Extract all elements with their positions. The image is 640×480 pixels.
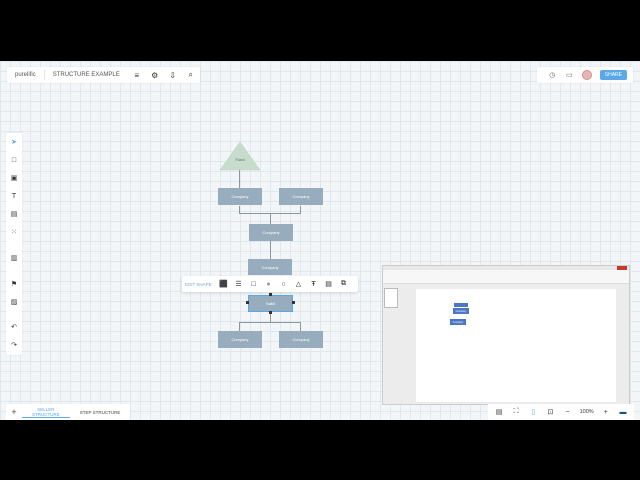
fill-circle-icon[interactable]: ● [266,280,271,288]
menu-icon[interactable]: ≡ [134,70,140,80]
node-label: Company [262,230,280,235]
resize-handle[interactable] [292,301,295,304]
text-icon[interactable]: T [11,192,17,200]
ppt-shape[interactable]: Company [450,319,466,325]
ppt-title-bar [383,266,629,270]
node-label: Company [292,194,310,199]
company-node[interactable]: Company [218,188,262,205]
building-icon[interactable]: ▥ [10,255,18,262]
zoom-in-icon[interactable]: + [603,408,608,416]
rectangle-icon[interactable]: □ [251,280,256,288]
document-icon[interactable]: ▤ [325,281,332,288]
connector-line [239,206,240,213]
canvas[interactable]: purelific STRUCTURE EXAMPLE ≡ ⚙ ⇩ ⌕ ◷ ▭ … [0,61,640,420]
document-icon[interactable]: ▤ [10,211,18,218]
square-icon[interactable]: □ [11,156,17,164]
node-label: Sabil [266,301,275,306]
frame-icon[interactable]: ▣ [10,175,18,182]
company-node[interactable]: Company [279,188,323,205]
divider [43,70,45,80]
shape-context-toolbar: EDIT SHAPE ⬛ ☰ □ ● ○ △ Ŧ ▤ ⧉ [182,276,358,292]
avatar[interactable] [581,70,592,80]
connector-line [270,312,271,322]
connector-line [270,241,271,259]
zoom-level: 100% [579,409,594,415]
tag-icon[interactable]: ⬛ [219,281,228,288]
gear-icon[interactable]: ⚙ [151,70,159,80]
fit-screen-icon[interactable]: ⛶ [513,408,519,415]
workspace-name[interactable]: purelific [15,72,36,78]
node-label: Company [231,337,249,342]
tab-label: SELLER [37,406,55,412]
circle-icon[interactable]: ○ [281,280,286,288]
company-node[interactable]: Company [249,224,293,241]
fund-label: Fund [235,157,245,162]
ppt-shape[interactable]: Company [453,308,469,314]
node-label: Company [292,337,310,342]
resize-handle[interactable] [246,301,249,304]
text-format-icon[interactable]: Ŧ [311,280,316,288]
ppt-shape-label: Company [455,309,467,313]
add-tab-icon[interactable]: + [11,407,17,417]
edit-shape-label[interactable]: EDIT SHAPE [185,281,212,287]
expand-icon[interactable]: ⊡ [547,409,554,416]
top-toolbar: purelific STRUCTURE EXAMPLE ≡ ⚙ ⇩ ⌕ [7,67,200,83]
connector-line [239,322,301,323]
ppt-slide[interactable]: Company Company [416,289,616,402]
image-icon[interactable]: ▨ [10,299,18,306]
zoom-out-icon[interactable]: − [565,408,570,416]
resize-handle[interactable] [269,293,272,296]
grid-icon[interactable]: ⁙ [11,229,17,236]
document-title[interactable]: STRUCTURE EXAMPLE [52,72,120,78]
undo-icon[interactable]: ↶ [11,324,17,331]
tab-label: STRUCTURE [32,411,60,417]
ppt-shape[interactable] [454,303,468,307]
node-label: Company [231,194,249,199]
connector-line [300,322,301,331]
tab-step-structure[interactable]: STEP STRUCTURE [79,409,121,415]
triangle-icon[interactable]: △ [295,281,302,288]
tab-seller-structure[interactable]: SELLER STRUCTURE [22,407,70,418]
ppt-shape-label: Company [452,320,464,324]
fund-triangle-node[interactable] [219,141,261,171]
redo-icon[interactable]: ↷ [11,342,17,349]
left-toolbar: ➤ □ ▣ T ▤ ⁙ ▥ ⚑ ▨ ↶ ↷ [6,133,22,355]
company-node[interactable]: Company [248,259,292,275]
close-icon[interactable] [617,266,627,270]
list-icon[interactable]: ☰ [235,281,242,288]
node-label: Company [261,264,279,270]
export-icon[interactable]: ⇩ [169,70,177,80]
top-right-toolbar: ◷ ▭ SHARE [537,67,633,83]
pointer-icon[interactable]: ➤ [11,139,17,146]
bottom-tabs: + SELLER STRUCTURE STEP STRUCTURE [6,404,131,420]
history-icon[interactable]: ◷ [549,72,556,79]
panel-icon[interactable]: ▯ [531,409,536,416]
chat-icon[interactable]: ▬ [619,408,627,416]
selected-node[interactable]: Sabil [248,295,293,312]
company-node[interactable]: Company [218,331,262,348]
copy-icon[interactable]: ⧉ [341,280,346,287]
connector-line [239,169,240,189]
company-node[interactable]: Company [279,331,323,348]
comment-icon[interactable]: ▭ [565,72,573,79]
connector-line [300,206,301,213]
zoom-toolbar: ▤ ⛶ ▯ ⊡ − 100% + ▬ [488,404,634,420]
search-icon[interactable]: ⌕ [188,70,193,79]
slide-thumbnail[interactable] [384,288,398,308]
connector-line [239,322,240,331]
flag-icon[interactable]: ⚑ [10,281,18,288]
powerpoint-window[interactable]: Company Company [382,265,630,405]
ppt-ribbon[interactable] [383,266,629,284]
minimap-icon[interactable]: ▤ [495,409,503,416]
connector-line [270,213,271,224]
share-button[interactable]: SHARE [599,70,627,80]
resize-handle[interactable] [269,311,272,314]
